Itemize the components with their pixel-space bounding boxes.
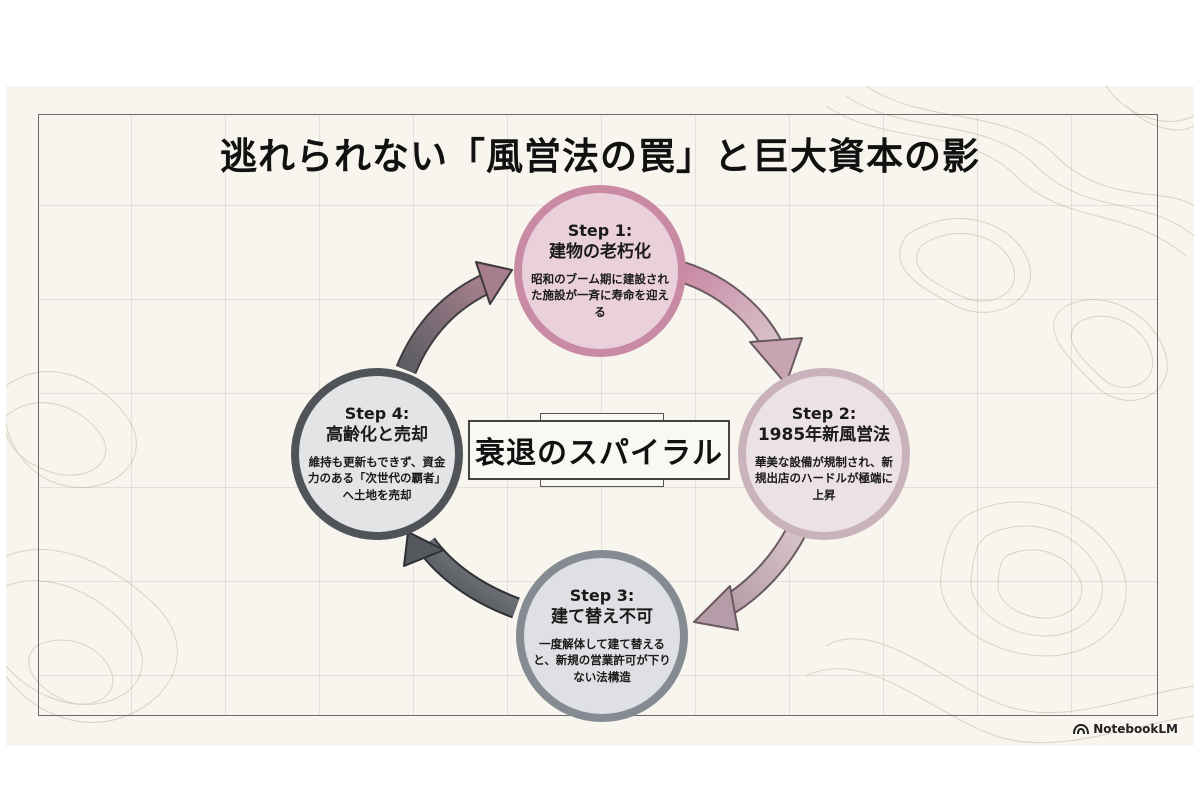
step-1-node: Step 1: 建物の老朽化 昭和のブーム期に建設された施設が一斉に寿命を迎える	[514, 185, 686, 357]
step-4-description: 維持も更新もできず、資金力のある「次世代の覇者」へ土地を売却	[308, 454, 446, 502]
step-2-title: 1985年新風営法	[757, 424, 891, 445]
arrow-step3-to-step4	[403, 531, 520, 619]
cycle-arrows	[395, 261, 806, 631]
notebooklm-logo-icon	[1073, 723, 1090, 735]
step-4-number: Step 4:	[344, 404, 410, 424]
step-4-node: Step 4: 高齢化と売却 維持も更新もできず、資金力のある「次世代の覇者」へ…	[291, 368, 463, 540]
step-3-number: Step 3:	[569, 586, 635, 606]
arrow-step4-to-step1	[395, 261, 513, 375]
slide-title: 逃れられない「風営法の罠」と巨大資本の影	[220, 135, 980, 178]
step-2-number: Step 2:	[791, 404, 857, 424]
step-3-node: Step 3: 建て替え不可 一度解体して建て替えると、新規の営業許可が下りない…	[516, 550, 688, 722]
center-label: 衰退のスパイラル	[468, 413, 730, 487]
step-4-title: 高齢化と売却	[326, 424, 428, 445]
step-2-description: 華美な設備が規制され、新規出店のハードルが極端に上昇	[754, 454, 894, 502]
step-1-title: 建物の老朽化	[549, 241, 651, 262]
step-1-description: 昭和のブーム期に建設された施設が一斉に寿命を迎える	[531, 271, 669, 319]
step-3-title: 建て替え不可	[551, 606, 653, 627]
slide: 逃れられない「風営法の罠」と巨大資本の影	[6, 86, 1194, 746]
step-1-number: Step 1:	[567, 221, 633, 241]
arrow-step2-to-step3	[693, 526, 806, 631]
step-2-node: Step 2: 1985年新風営法 華美な設備が規制され、新規出店のハードルが極…	[738, 368, 910, 540]
arrow-step1-to-step2	[678, 261, 803, 385]
step-3-description: 一度解体して建て替えると、新規の営業許可が下りない法構造	[533, 636, 671, 684]
notebooklm-watermark: NotebookLM	[1073, 722, 1178, 736]
watermark-label: NotebookLM	[1093, 722, 1178, 736]
topographic-background	[6, 86, 1194, 744]
